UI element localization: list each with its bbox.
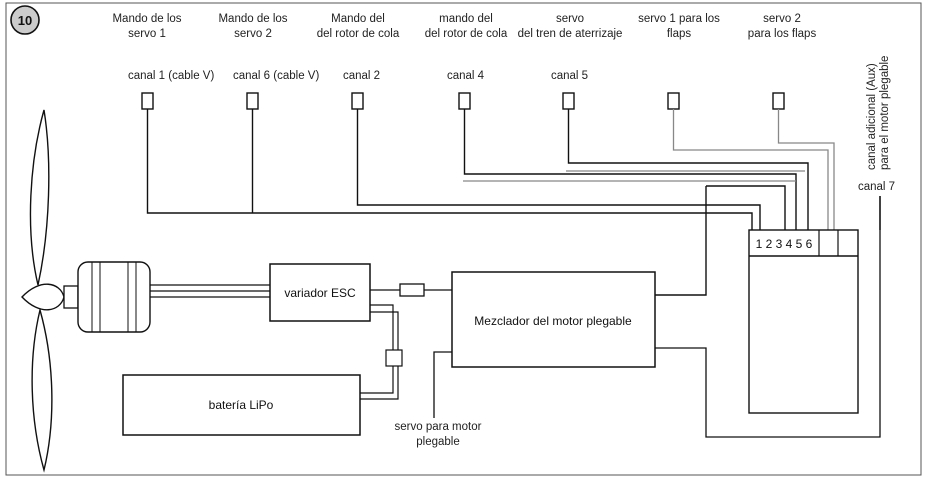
aux-label-line2: para el motor plegable — [879, 56, 891, 170]
motor-esc-wires — [150, 284, 270, 298]
figure-number-badge: 10 — [10, 5, 40, 35]
frame-border — [5, 2, 922, 476]
mixer-label: Mezclador del motor plegable — [474, 314, 632, 328]
battery-block: batería LiPo — [122, 374, 361, 436]
propeller-blade-bottom — [31, 307, 53, 473]
wire-flap-2 — [777, 109, 835, 230]
servo-connectors — [141, 92, 785, 110]
flap-wires — [463, 109, 835, 230]
wire-folding-servo — [433, 351, 452, 418]
receiver: 1 2 3 4 5 6 — [706, 185, 859, 414]
servo-plug-3 — [351, 92, 364, 110]
esc-label: variador ESC — [284, 286, 356, 300]
mixer-block: Mezclador del motor plegable — [451, 271, 656, 368]
spinner-icon — [21, 283, 65, 311]
wire-flap-1 — [672, 109, 829, 230]
wire-channel-2 — [356, 109, 761, 230]
channel-5-label: canal 5 — [551, 70, 588, 82]
servo-plug-7 — [772, 92, 785, 110]
servo-label-3-line1: Mando del — [331, 13, 385, 25]
servo-plug-4 — [458, 92, 471, 110]
servo-label-5-line1: servo — [556, 13, 584, 25]
folding-servo-label-line2: plegable — [416, 436, 459, 448]
figure-number: 10 — [18, 13, 32, 28]
servo-label-5-line2: del tren de aterrizaje — [518, 28, 623, 40]
esc-block: variador ESC — [269, 263, 371, 322]
propeller-blade-top — [29, 109, 50, 286]
servo-label-7-line1: servo 2 — [763, 13, 801, 25]
aux-label-line1: canal adicional (Aux) — [866, 63, 878, 170]
servo-plug-2 — [246, 92, 259, 110]
aux-channel-label: canal adicional (Aux) para el motor pleg… — [866, 56, 891, 170]
servo-plug-5 — [562, 92, 575, 110]
servo-labels: Mando de los servo 1 Mando de los servo … — [112, 13, 816, 40]
servo-label-4-line1: mando del — [439, 13, 493, 25]
wire-mixer-to-receiver — [706, 185, 786, 230]
servo-wires — [146, 109, 881, 230]
servo-plug-6 — [667, 92, 680, 110]
wire-channel-4 — [463, 109, 797, 230]
channel-4-label: canal 4 — [447, 70, 485, 82]
esc-battery-wires — [360, 304, 403, 400]
servo-plug-1 — [141, 92, 154, 110]
brushless-motor — [63, 261, 151, 333]
channel-1-label: canal 1 (cable V) — [128, 70, 214, 82]
servo-label-1-line1: Mando de los — [112, 13, 181, 25]
folding-servo-label-line1: servo para motor — [395, 421, 482, 433]
wire-mixer-out — [655, 186, 707, 296]
channel-2-label: canal 2 — [343, 70, 380, 82]
esc-mixer-connector — [370, 283, 452, 297]
wire-channel-7-loop — [655, 196, 881, 438]
servo-label-6-line1: servo 1 para los — [638, 13, 720, 25]
servo-label-4-line2: del rotor de cola — [425, 28, 508, 40]
servo-label-2-line1: Mando de los — [218, 13, 287, 25]
servo-label-3-line2: del rotor de cola — [317, 28, 400, 40]
wire-channel-5 — [567, 109, 809, 230]
receiver-channel-numbers: 1 2 3 4 5 6 — [756, 237, 813, 251]
wire-channel-1 — [146, 109, 753, 230]
channel-7-label: canal 7 — [858, 181, 895, 193]
servo-label-7-line2: para los flaps — [748, 28, 817, 40]
receiver-body — [748, 229, 859, 414]
servo-label-1-line2: servo 1 — [128, 28, 166, 40]
propeller — [21, 109, 65, 473]
servo-label-6-line2: flaps — [667, 28, 692, 40]
channel-labels: canal 1 (cable V) canal 6 (cable V) cana… — [128, 70, 895, 193]
battery-label: batería LiPo — [209, 398, 274, 412]
servo-label-2-line2: servo 2 — [234, 28, 272, 40]
channel-6-label: canal 6 (cable V) — [233, 70, 319, 82]
